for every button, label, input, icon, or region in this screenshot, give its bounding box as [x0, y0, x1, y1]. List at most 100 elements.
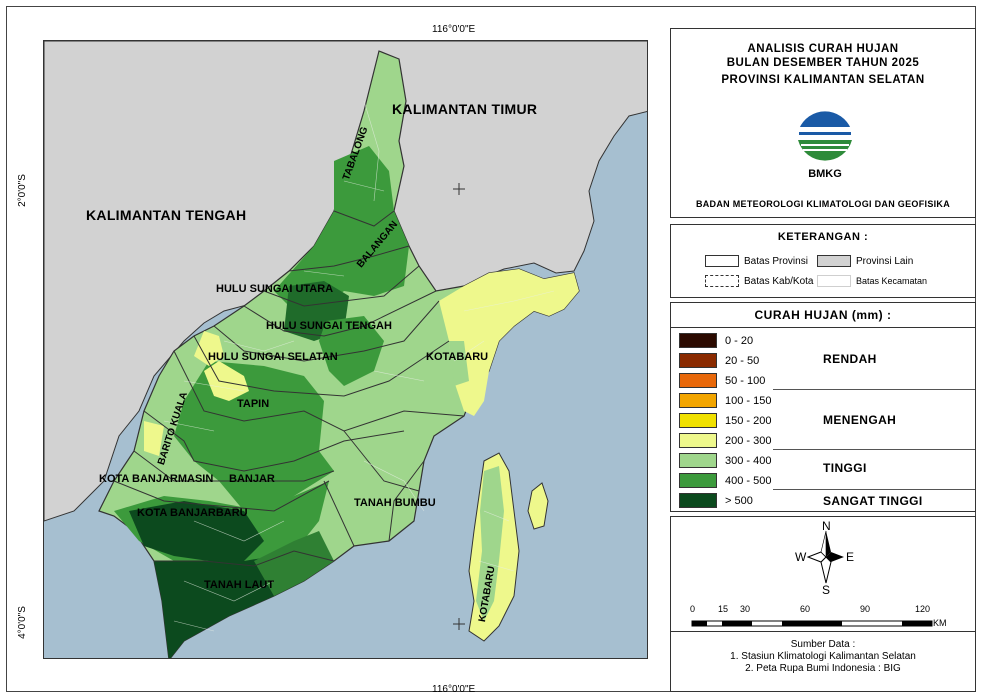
label-banjar: BANJAR — [229, 473, 275, 485]
north-scale-svg — [691, 530, 933, 627]
rain-class-swatch — [679, 373, 717, 388]
title-panel: ANALISIS CURAH HUJAN BULAN DESEMBER TAHU… — [670, 28, 976, 218]
label-hulu-sungai-utara: HULU SUNGAI UTARA — [216, 283, 334, 295]
curah-hujan-divider — [671, 327, 975, 328]
rain-class-row: 100 - 150 — [679, 393, 771, 408]
legend-batas-kecamatan-label: Batas Kecamatan — [856, 276, 928, 286]
lon-label-top: 116°0'0"E — [432, 24, 476, 35]
category-menengah: MENENGAH — [823, 413, 897, 427]
scale-tick-30: 30 — [740, 604, 751, 614]
swatch-batas-provinsi — [705, 255, 739, 267]
label-hulu-sungai-tengah: HULU SUNGAI TENGAH — [266, 320, 392, 332]
source-divider — [671, 631, 975, 632]
sep-menengah — [773, 449, 975, 450]
category-rendah: RENDAH — [823, 352, 877, 366]
rain-class-row: 0 - 20 — [679, 333, 753, 348]
label-kotabaru-mainland: KOTABARU — [426, 351, 489, 363]
rain-class-row: 20 - 50 — [679, 353, 759, 368]
legend-batas-provinsi: Batas Provinsi — [705, 255, 808, 267]
legend-provinsi-lain: Provinsi Lain — [817, 255, 913, 267]
lon-label-bottom: 116°0'0"E — [432, 684, 476, 695]
zone-banjarbaru — [129, 501, 264, 561]
lat-4-left-label: 4°0'0"S — [16, 606, 28, 639]
zone-tapin-banjar — [174, 361, 334, 511]
scale-tick-120: 120 — [915, 604, 931, 614]
north-scale-panel: N S E W 0 15 30 60 90 120 KM Sumber Data… — [670, 516, 976, 692]
map-canvas[interactable]: KALIMANTAN TIMUR KALIMANTAN TENGAH TABAL… — [43, 40, 648, 659]
kab-boundaries — [113, 210, 465, 567]
title-line-3: PROVINSI KALIMANTAN SELATAN — [721, 74, 925, 86]
graticule-marks — [453, 183, 465, 630]
rain-class-label: 50 - 100 — [725, 374, 766, 387]
source-title: Sumber Data : — [790, 639, 856, 650]
scale-bar — [691, 620, 933, 627]
category-sangat-tinggi: SANGAT TINGGI — [823, 494, 923, 508]
zone-tanah-laut-east — [254, 531, 334, 596]
title-line-1: ANALISIS CURAH HUJAN — [747, 43, 899, 55]
bmkg-logo: BMKG — [795, 107, 855, 183]
category-tinggi: TINGGI — [823, 461, 867, 475]
pulau-laut-interior — [476, 466, 504, 621]
rain-class-swatch — [679, 473, 717, 488]
rain-class-row: 150 - 200 — [679, 413, 771, 428]
swatch-batas-kecamatan — [817, 275, 851, 287]
source-line-2: 2. Peta Rupa Bumi Indonesia : BIG — [745, 663, 901, 674]
south-label: S — [822, 583, 831, 597]
scale-tick-0: 0 — [690, 604, 696, 614]
zone-hss-west — [204, 361, 249, 401]
east-label: E — [846, 550, 855, 564]
rain-class-label: 200 - 300 — [725, 434, 772, 447]
swatch-provinsi-lain — [817, 255, 851, 267]
legend-batas-kabkota-label: Batas Kab/Kota — [744, 275, 814, 287]
rain-class-label: 400 - 500 — [725, 474, 772, 487]
zone-hss-north — [194, 331, 224, 366]
agency-name: BADAN METEOROLOGI KLIMATOLOGI DAN GEOFIS… — [695, 199, 951, 209]
label-kota-banjarbaru: KOTA BANJARBARU — [137, 507, 248, 519]
legend-batas-provinsi-label: Batas Provinsi — [744, 255, 808, 267]
rain-class-label: 150 - 200 — [725, 414, 772, 427]
scale-unit: KM — [933, 618, 947, 628]
scale-tick-90: 90 — [860, 604, 871, 614]
swatch-batas-kabkota — [705, 275, 739, 287]
label-tanah-bumbu: TANAH BUMBU — [354, 497, 436, 509]
rain-class-swatch — [679, 333, 717, 348]
label-kalimantan-timur: KALIMANTAN TIMUR — [392, 101, 538, 117]
kec-boundaries — [163, 100, 555, 632]
label-tapin: TAPIN — [237, 398, 270, 410]
legend-batas-kabkota: Batas Kab/Kota — [705, 275, 814, 287]
west-label: W — [795, 550, 807, 564]
scale-tick-15: 15 — [718, 604, 729, 614]
zone-kotabaru-mainland-green — [449, 341, 469, 386]
lat-2-left-label: 2°0'0"S — [16, 174, 28, 207]
sep-rendah — [773, 389, 975, 390]
legend-provinsi-lain-label: Provinsi Lain — [856, 255, 914, 267]
legend-batas-kecamatan: Batas Kecamatan — [817, 275, 927, 287]
rain-class-row: 400 - 500 — [679, 473, 771, 488]
rain-class-label: 300 - 400 — [725, 454, 772, 467]
rain-class-swatch — [679, 393, 717, 408]
keterangan-title: KETERANGAN : — [777, 231, 869, 243]
rain-class-row: 200 - 300 — [679, 433, 771, 448]
pulau-sebuku-island — [527, 482, 549, 530]
map-svg — [44, 41, 647, 658]
zone-batola-west — [144, 421, 164, 456]
label-hulu-sungai-selatan: HULU SUNGAI SELATAN — [208, 351, 338, 363]
keterangan-panel: KETERANGAN : Batas Provinsi Provinsi Lai… — [670, 224, 976, 298]
label-tanah-laut: TANAH LAUT — [204, 579, 275, 591]
label-kota-banjarmasin: KOTA BANJARMASIN — [99, 473, 214, 485]
rain-class-swatch — [679, 453, 717, 468]
sep-tinggi — [773, 489, 975, 490]
label-kalimantan-tengah: KALIMANTAN TENGAH — [86, 207, 247, 223]
title-line-2: BULAN DESEMBER TAHUN 2025 — [726, 57, 920, 69]
scale-tick-60: 60 — [800, 604, 811, 614]
compass-icon — [806, 530, 844, 584]
source-block: Sumber Data : 1. Stasiun Klimatologi Kal… — [671, 639, 975, 675]
rain-class-swatch — [679, 493, 717, 508]
source-line-1: 1. Stasiun Klimatologi Kalimantan Selata… — [730, 651, 916, 662]
bmkg-logo-icon — [796, 108, 854, 166]
rain-class-swatch — [679, 413, 717, 428]
rain-class-swatch — [679, 433, 717, 448]
north-label: N — [822, 519, 831, 533]
rain-class-label: 0 - 20 — [725, 334, 754, 347]
